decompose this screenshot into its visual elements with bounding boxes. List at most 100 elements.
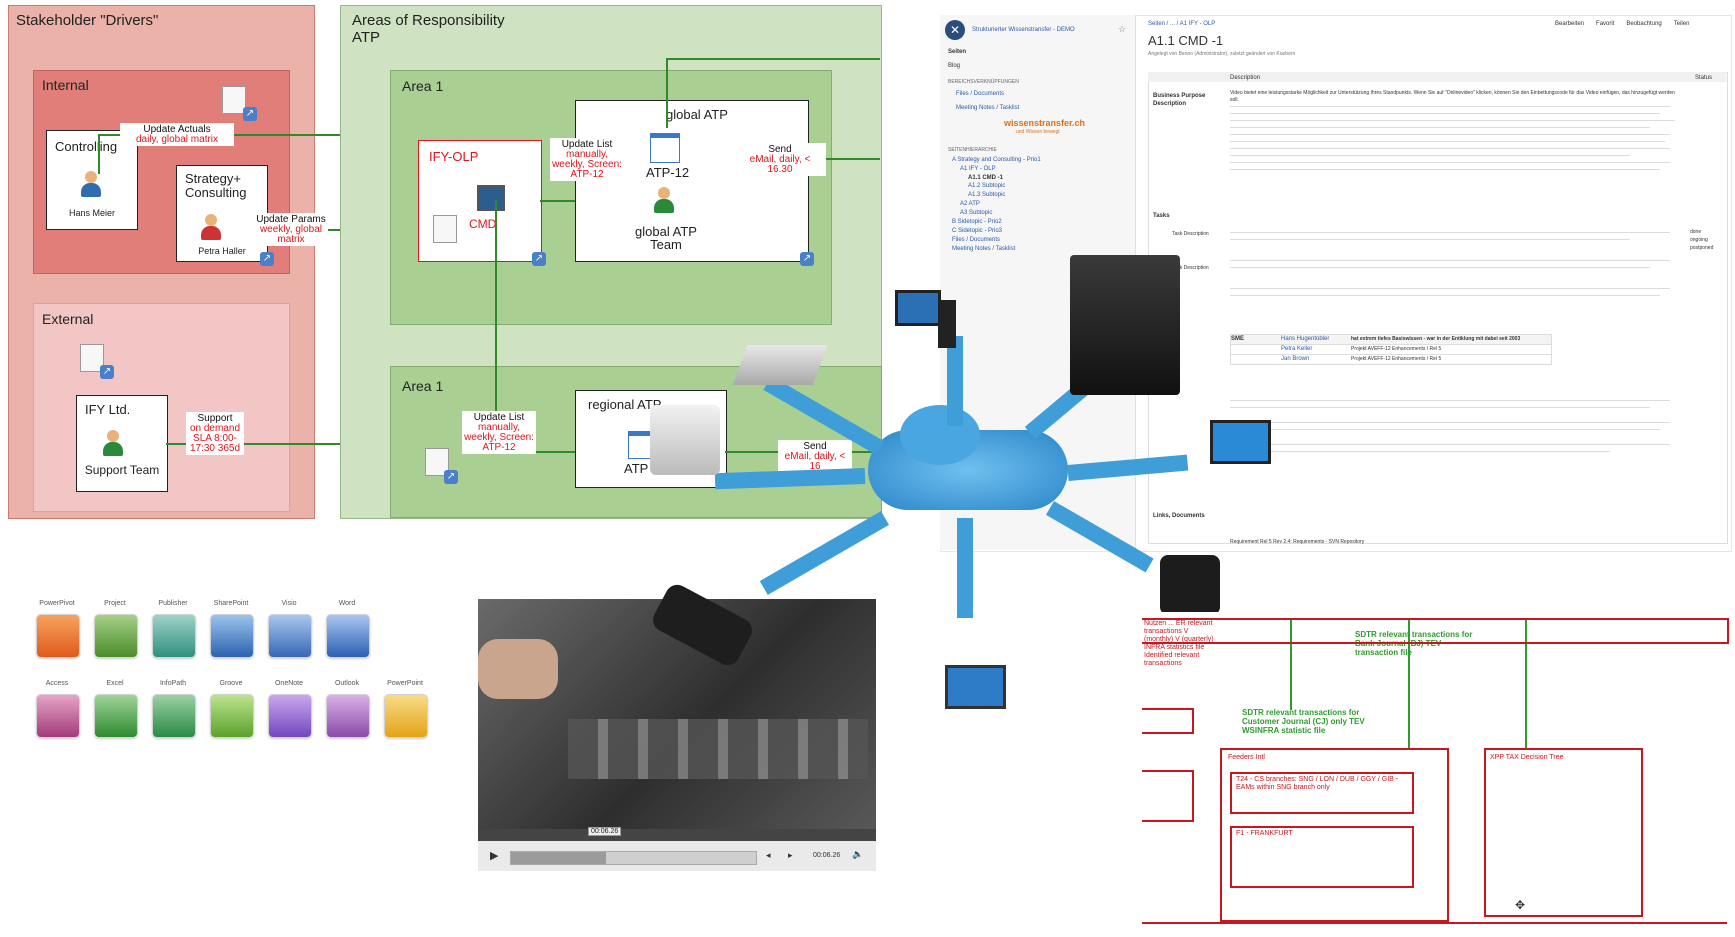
stakeholder-title: Stakeholder "Drivers" (16, 12, 159, 29)
share-button[interactable]: Teilen (1673, 21, 1690, 27)
page-tree: A Strategy and Consulting - Prio1 A1 IFY… (952, 156, 1041, 254)
update-params-label: Update Params (256, 214, 326, 225)
link-icon[interactable]: ↗ (100, 365, 114, 379)
tree-item[interactable]: B Sidetopic - Prio2 (952, 219, 1002, 225)
nav-blog[interactable]: Blog (948, 63, 961, 69)
volume-icon[interactable]: 🔈 (852, 849, 864, 859)
space-logo-icon[interactable]: ✕ (945, 20, 965, 40)
document-icon (433, 215, 457, 243)
infopath-icon[interactable] (152, 694, 196, 738)
sme-person[interactable]: Petra Keller (1281, 346, 1313, 352)
publisher-icon[interactable] (152, 614, 196, 658)
atp-label: ATP (624, 461, 649, 476)
access-icon[interactable] (36, 694, 80, 738)
tree-item[interactable]: A1 IFY - OLP (960, 166, 996, 172)
feeders-label: Feeders Intl (1228, 754, 1265, 761)
breadcrumb[interactable]: Seiten / ... / A1 IFY - OLP (1148, 21, 1216, 27)
left-text: Nutzen ... ER relevant transactions V (m… (1144, 620, 1214, 667)
ify-olp-node[interactable]: IFY-OLP CMD (418, 140, 542, 262)
update-list-label: Update List (561, 139, 613, 150)
link-icon[interactable]: ↗ (532, 252, 546, 266)
app-label: Project (104, 600, 126, 607)
area-2-label: Area 1 (402, 378, 444, 394)
forward-icon[interactable]: ▸ (788, 850, 793, 860)
left-box (1142, 708, 1194, 734)
space-name[interactable]: Strukturierter Wissenstransfer - DEMO (972, 27, 1075, 33)
t24-label: T24 - CS branches: SNG / LON / DUB / GGY… (1236, 776, 1399, 791)
xpp-box[interactable] (1484, 748, 1643, 917)
edit-button[interactable]: Bearbeiten (1555, 21, 1585, 27)
ify-node[interactable]: IFY Ltd. Support Team (76, 395, 168, 492)
engine-part (568, 719, 868, 779)
frankfurt-label: F1 - FRANKFURT (1236, 830, 1293, 837)
section-header: BEREICHSVERKNÜPFUNGEN (948, 79, 1019, 85)
groove-icon[interactable] (210, 694, 254, 738)
sme-table: SME Hans Hugentobler hat extrem tiefes B… (1230, 334, 1552, 365)
tree-item[interactable]: A Strategy and Consulting - Prio1 (952, 157, 1041, 163)
row-links: Links, Documents (1153, 513, 1205, 519)
ify-label: IFY Ltd. (85, 402, 131, 417)
app-label: InfoPath (159, 680, 187, 687)
excel-icon[interactable] (94, 694, 138, 738)
green-text-2: SDTR relevant transactions for Customer … (1242, 708, 1365, 735)
status-ongoing[interactable]: ongoing (1690, 237, 1708, 243)
play-icon[interactable]: ▶ (490, 850, 499, 862)
tree-item[interactable]: A1.1 CMD -1 (968, 175, 1004, 181)
strategy-node[interactable]: Strategy+ Consulting Petra Haller (176, 165, 268, 262)
onenote-icon[interactable] (268, 694, 312, 738)
sme-person[interactable]: Hans Hugentobler (1281, 336, 1330, 342)
page-title: A1.1 CMD -1 (1148, 33, 1224, 48)
link-meeting[interactable]: Meeting Notes / Tasklist (956, 105, 1020, 111)
time-display: 00:06.26 (813, 852, 841, 859)
status-done[interactable]: done (1690, 229, 1702, 235)
sme-desc: Projekt AVEFF-12 Enhancements / Rel 5 (1351, 356, 1442, 362)
link-icon[interactable]: ↗ (260, 252, 274, 266)
desktop-monitor-icon (895, 290, 941, 326)
tree-item[interactable]: A1.2 Subtopic (968, 183, 1006, 189)
project-icon[interactable] (94, 614, 138, 658)
page-actions: Bearbeiten Favorit Beobachtung Teilen (1555, 20, 1689, 28)
router-icon (732, 345, 828, 385)
rewind-icon[interactable]: ◂ (766, 850, 771, 860)
sharepoint-icon[interactable] (210, 614, 254, 658)
person-icon (103, 430, 123, 456)
tree-item[interactable]: A2 ATP (960, 201, 980, 207)
tree-item[interactable]: A3 Subtopic (960, 210, 993, 216)
connector (98, 134, 488, 136)
tree-item[interactable]: Files / Documents (952, 237, 1001, 243)
link-icon[interactable]: ↗ (243, 107, 257, 121)
update-params-sub: weekly, global matrix (259, 224, 323, 245)
global-atp-node[interactable]: global ATP ATP-12 global ATP Team (575, 100, 809, 262)
tree-item[interactable]: Meeting Notes / Tasklist (952, 246, 1016, 252)
support-sub: on demand SLA 8:00-17:30 365d (189, 423, 241, 454)
col-description: Description (1230, 75, 1261, 81)
nav-pages[interactable]: Seiten (948, 49, 967, 55)
visio-icon[interactable] (268, 614, 312, 658)
powerpoint-icon[interactable] (384, 694, 428, 738)
hans-label: Hans Meier (68, 208, 115, 218)
update-actuals-label: Update Actuals (143, 124, 211, 135)
video-player[interactable]: 00:06.26 ▶ ◂ ▸ 00:06.26 🔈 (478, 599, 876, 871)
link-icon[interactable]: ↗ (444, 470, 458, 484)
link-icon[interactable]: ↗ (800, 252, 814, 266)
controlling-node[interactable]: Controlling Hans Meier (46, 130, 138, 230)
connector (495, 200, 497, 453)
links-text[interactable]: Requirement Rel 5 Rev 2.4: Requirements … (1230, 539, 1365, 545)
ify-olp-label: IFY-OLP (429, 149, 479, 164)
app-label: PowerPivot (39, 600, 75, 607)
watch-button[interactable]: Beobachtung (1626, 21, 1662, 27)
word-icon[interactable] (326, 614, 370, 658)
sme-person[interactable]: Jan Brown (1281, 356, 1310, 362)
star-icon[interactable]: ☆ (1118, 24, 1127, 34)
tree-item[interactable]: C Sidetopic - Prio3 (952, 228, 1003, 234)
atp12-label: ATP-12 (646, 165, 690, 180)
progress-bar[interactable] (510, 851, 757, 865)
powerpivot-icon[interactable] (36, 614, 80, 658)
tree-item[interactable]: A1.3 Subtopic (968, 192, 1006, 198)
app-label: Word (338, 600, 356, 607)
link-files[interactable]: Files / Documents (956, 91, 1005, 97)
favorite-button[interactable]: Favorit (1596, 21, 1615, 27)
status-postponed[interactable]: postponed (1690, 245, 1714, 251)
outlook-icon[interactable] (326, 694, 370, 738)
feeders-box (1220, 748, 1449, 922)
